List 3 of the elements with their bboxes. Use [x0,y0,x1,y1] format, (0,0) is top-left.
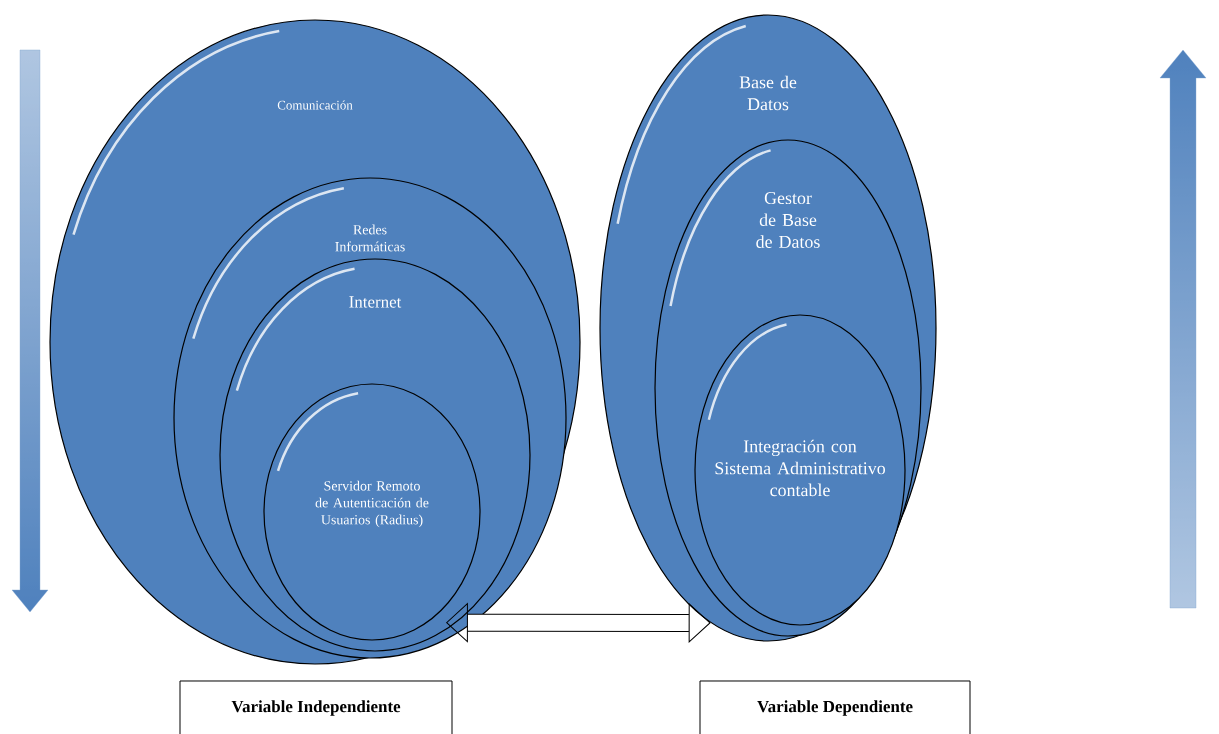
double-arrow [446,603,711,643]
label-box: Variable Dependiente [699,680,971,734]
label-box: Variable Independiente [179,680,453,734]
